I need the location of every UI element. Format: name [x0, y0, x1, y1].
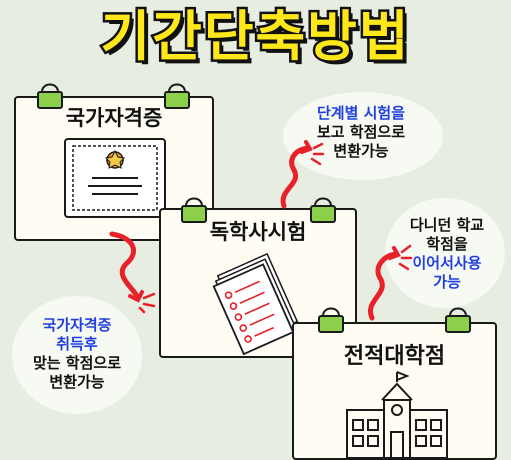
note-line: 보고 학점으로 — [316, 123, 406, 141]
card-label: 국가자격증 — [65, 106, 163, 130]
binder-clip-icon — [310, 197, 336, 223]
note-line: 다니던 학교 — [409, 216, 485, 234]
note-line: 학점을 — [426, 235, 468, 253]
note-certificate: 국가자격증 취득후 맞는 학점으로 변환가능 — [14, 316, 140, 392]
note-transfer: 다니던 학교 학점을 이어서사용 가능 — [392, 216, 502, 292]
note-line: 단계별 시험을 — [316, 104, 406, 122]
note-line: 변환가능 — [49, 373, 105, 391]
note-line: 가능 — [433, 273, 461, 291]
exam-papers-icon — [212, 252, 299, 356]
card-label: 전적대학점 — [343, 344, 446, 369]
note-exam: 단계별 시험을 보고 학점으로 변환가능 — [296, 104, 426, 161]
binder-clip-icon — [164, 83, 190, 109]
curly-arrow-icon — [109, 231, 156, 314]
note-line: 맞는 학점으로 — [32, 354, 122, 372]
page-title: 기간단축방법 — [98, 3, 411, 71]
binder-clip-icon — [37, 83, 63, 109]
curly-arrow-icon — [280, 140, 325, 209]
card-label: 독학사시험 — [209, 220, 307, 244]
note-line: 취득후 — [56, 335, 98, 353]
school-building-icon — [346, 371, 448, 459]
binder-clip-icon — [445, 307, 471, 333]
binder-clip-icon — [318, 307, 344, 333]
note-line: 국가자격증 — [42, 316, 112, 334]
note-line: 변환가능 — [333, 142, 389, 160]
note-background — [12, 296, 142, 414]
note-line: 이어서사용 — [412, 254, 482, 272]
binder-clip-icon — [181, 197, 207, 223]
certificate-icon — [64, 138, 166, 218]
card-transfer-credits: 전적대학점 — [292, 322, 497, 460]
note-background — [283, 92, 443, 180]
note-background — [385, 198, 505, 308]
curly-arrow-icon — [368, 244, 413, 321]
card-self-study-exam: 독학사시험 — [159, 208, 357, 358]
